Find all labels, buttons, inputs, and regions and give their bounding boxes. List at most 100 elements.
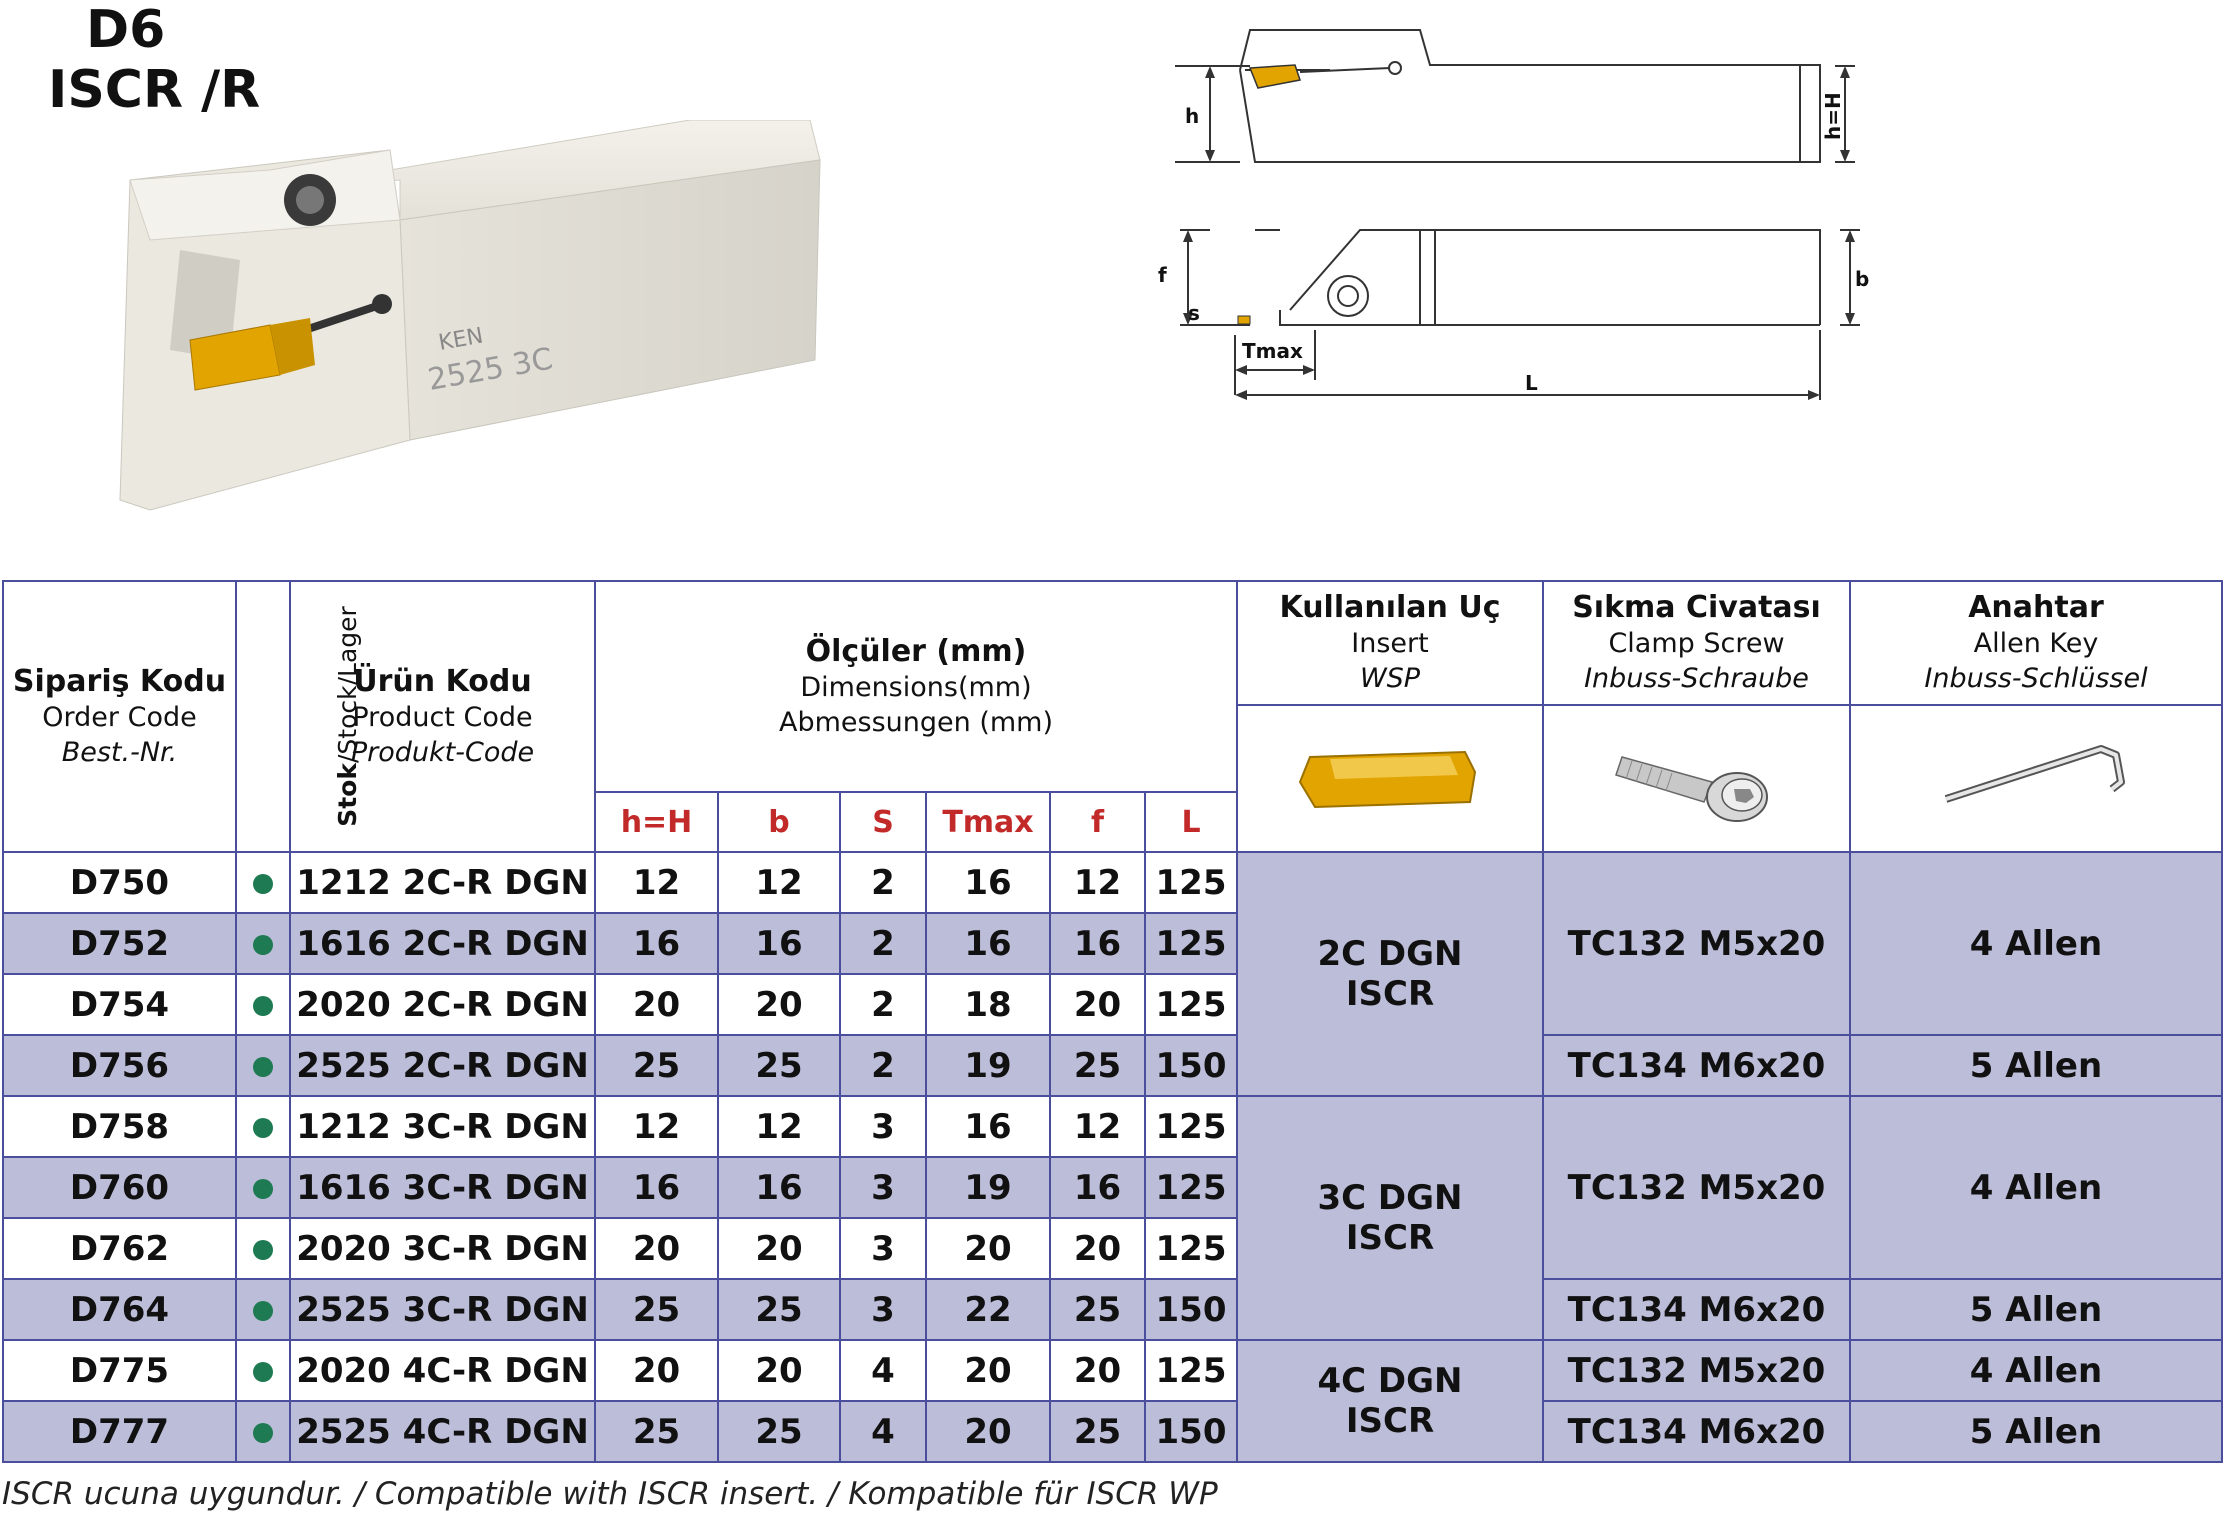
dim-s: 2 <box>839 912 927 975</box>
stock-cell <box>235 1034 291 1097</box>
dim-b: 25 <box>717 1034 841 1097</box>
dim-L: 150 <box>1144 1278 1238 1341</box>
dim-f: 20 <box>1049 973 1146 1036</box>
stock-cell <box>235 1278 291 1341</box>
dim-b: 16 <box>717 912 841 975</box>
product-code: 2020 4C-R DGN <box>289 1339 596 1402</box>
product-code: 1616 3C-R DGN <box>289 1156 596 1219</box>
dim-h: 12 <box>594 851 719 914</box>
page-title: D6 ISCR /R <box>48 0 260 120</box>
table-row: D777 2525 4C-R DGN 25 25 4 20 25 150 TC1… <box>2 1400 2223 1463</box>
label-h-equals-H: h=H <box>1821 92 1845 140</box>
key-cell: 4 Allen <box>1849 1095 2223 1280</box>
dim-s: 3 <box>839 1095 927 1158</box>
key-cell: 5 Allen <box>1849 1278 2223 1341</box>
table-row: D756 2525 2C-R DGN 25 25 2 19 25 150 TC1… <box>2 1034 2223 1097</box>
stock-dot-icon <box>253 1361 273 1382</box>
dim-L: 125 <box>1144 1156 1238 1219</box>
order-code: D752 <box>2 912 237 975</box>
stock-cell <box>235 1217 291 1280</box>
product-code: 1212 3C-R DGN <box>289 1095 596 1158</box>
dim-h: 25 <box>594 1034 719 1097</box>
label-b: b <box>1855 267 1869 291</box>
stock-dot-icon <box>253 1056 273 1077</box>
key-cell: 4 Allen <box>1849 851 2223 1036</box>
stock-dot-icon <box>253 1117 273 1138</box>
insert-image-cell <box>1236 704 1544 853</box>
dim-b: 25 <box>717 1400 841 1463</box>
dim-s: 3 <box>839 1278 927 1341</box>
stock-cell <box>235 1156 291 1219</box>
dim-L: 125 <box>1144 1339 1238 1402</box>
clamp-screw-image-cell <box>1542 704 1851 853</box>
dimensions-header: Ölçüler (mm)Dimensions(mm)Abmessungen (m… <box>594 580 1238 793</box>
dim-h: 20 <box>594 1217 719 1280</box>
clamp-screw-icon <box>1614 755 1768 822</box>
order-code: D775 <box>2 1339 237 1402</box>
dim-h: 25 <box>594 1400 719 1463</box>
key-cell: 5 Allen <box>1849 1034 2223 1097</box>
product-code: 2020 2C-R DGN <box>289 973 596 1036</box>
stock-dot-icon <box>253 873 273 894</box>
stock-cell <box>235 1400 291 1463</box>
dim-tmax: 19 <box>925 1034 1051 1097</box>
order-code: D756 <box>2 1034 237 1097</box>
label-f: f <box>1158 263 1167 287</box>
dim-tmax: 16 <box>925 1095 1051 1158</box>
dim-s: 2 <box>839 1034 927 1097</box>
stock-dot-icon <box>253 1239 273 1260</box>
screw-cell: TC132 M5x20 <box>1542 1095 1851 1280</box>
dim-L: 150 <box>1144 1034 1238 1097</box>
dim-f: 25 <box>1049 1278 1146 1341</box>
screw-cell: TC134 M6x20 <box>1542 1034 1851 1097</box>
order-code: D758 <box>2 1095 237 1158</box>
product-code: 2525 4C-R DGN <box>289 1400 596 1463</box>
dim-h: 20 <box>594 973 719 1036</box>
stock-cell <box>235 851 291 914</box>
dim-h: 16 <box>594 1156 719 1219</box>
stock-cell <box>235 973 291 1036</box>
dim-s: 2 <box>839 851 927 914</box>
order-code: D764 <box>2 1278 237 1341</box>
label-h: h <box>1185 104 1199 128</box>
stock-cell <box>235 1095 291 1158</box>
dim-L: 150 <box>1144 1400 1238 1463</box>
dim-f: 20 <box>1049 1339 1146 1402</box>
stock-cell <box>235 912 291 975</box>
dim-s: 4 <box>839 1339 927 1402</box>
product-code: 2020 3C-R DGN <box>289 1217 596 1280</box>
dim-b: 20 <box>717 1217 841 1280</box>
dim-h: 25 <box>594 1278 719 1341</box>
screw-cell: TC134 M6x20 <box>1542 1278 1851 1341</box>
dim-L: 125 <box>1144 851 1238 914</box>
dim-h: 16 <box>594 912 719 975</box>
stock-dot-icon <box>253 1178 273 1199</box>
allen-key-image-cell <box>1849 704 2223 853</box>
dim-f: 20 <box>1049 1217 1146 1280</box>
stock-dot-icon <box>253 1422 273 1443</box>
dim-tmax: 19 <box>925 1156 1051 1219</box>
dim-tmax: 22 <box>925 1278 1051 1341</box>
insert-icon <box>1298 750 1477 808</box>
dim-b: 12 <box>717 1095 841 1158</box>
dim-col-tmax: Tmax <box>925 791 1051 853</box>
label-tmax: Tmax <box>1242 339 1303 363</box>
stock-cell <box>235 1339 291 1402</box>
product-code: 1212 2C-R DGN <box>289 851 596 914</box>
order-code: D760 <box>2 1156 237 1219</box>
dim-h: 20 <box>594 1339 719 1402</box>
order-code: D750 <box>2 851 237 914</box>
allen-key-icon <box>1944 744 2125 803</box>
screw-cell: TC132 M5x20 <box>1542 1339 1851 1402</box>
dim-tmax: 20 <box>925 1217 1051 1280</box>
dim-tmax: 20 <box>925 1339 1051 1402</box>
dim-h: 12 <box>594 1095 719 1158</box>
table-row: D775 2020 4C-R DGN 20 20 4 20 20 125 4C … <box>2 1339 2223 1463</box>
dim-col-L: L <box>1144 791 1238 853</box>
title-line-1: D6 <box>86 0 166 60</box>
